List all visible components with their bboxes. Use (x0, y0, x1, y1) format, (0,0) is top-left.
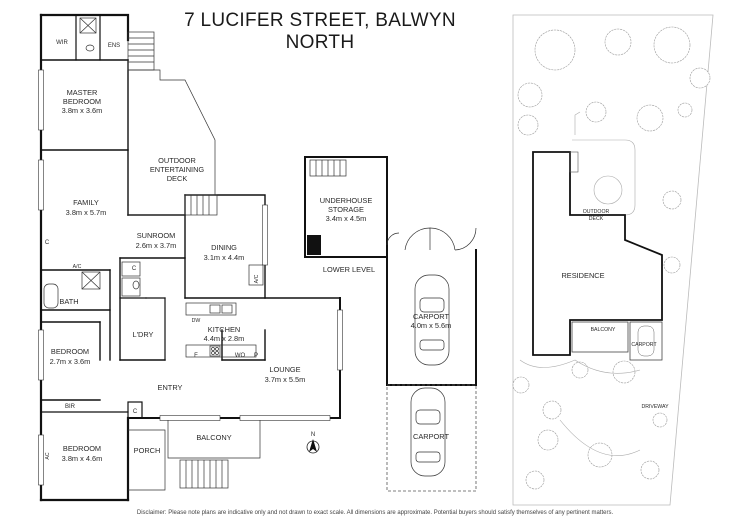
ens-label: ENS (108, 43, 120, 49)
master-bedroom-label: MASTER (67, 88, 98, 97)
site-driveway-label: DRIVEWAY (641, 404, 669, 410)
dining-label: DINING (211, 243, 237, 252)
storage-dims: 3.4m x 4.5m (326, 214, 367, 223)
north-arrow-icon (306, 439, 320, 454)
cupboard-label-2: C (132, 266, 137, 272)
lower-level-label: LOWER LEVEL (323, 265, 375, 274)
porch-outline (128, 429, 166, 491)
carport-label: CARPORT (413, 312, 449, 321)
carport-2-label: CARPORT (413, 432, 449, 441)
plan-title: 7 LUCIFER STREET, BALWYN NORTH (184, 10, 456, 53)
pantry-label: P (254, 353, 258, 359)
stairs (127, 31, 229, 489)
north-label: N (311, 432, 315, 438)
master-bedroom-dims: 3.8m x 3.6m (62, 106, 103, 115)
bath-label: BATH (59, 297, 78, 306)
balcony-outline (167, 420, 261, 459)
deck-label-1: OUTDOOR (158, 156, 196, 165)
family-dims: 3.8m x 5.7m (66, 208, 107, 217)
bedroom-2-label: BEDROOM (51, 347, 89, 356)
lounge-dims: 3.7m x 5.5m (265, 375, 306, 384)
master-bedroom-label-2: BEDROOM (63, 97, 101, 106)
entry-label: ENTRY (158, 383, 183, 392)
cupboard-label-3: C (133, 409, 138, 415)
site-plan (512, 14, 714, 506)
kitchen-dims: 4.4m x 2.8m (204, 334, 245, 343)
lounge-label: LOUNGE (269, 365, 300, 374)
site-outdoor-deck-label-2: DECK (589, 216, 604, 222)
balcony-label: BALCONY (196, 433, 231, 442)
car-icon-2 (410, 387, 446, 477)
dishwasher-label: DW (192, 318, 201, 324)
storage-label-2: STORAGE (328, 205, 364, 214)
fixtures (43, 17, 264, 358)
bedroom-2-dims: 2.7m x 3.6m (50, 357, 91, 366)
ac-label-3: AC (45, 452, 51, 459)
wall-oven-label: WO (235, 353, 246, 359)
ac-label-1: A/C (73, 264, 82, 270)
laundry-label: L'DRY (133, 330, 154, 339)
sunroom-label: SUNROOM (137, 231, 176, 240)
windows (38, 69, 343, 486)
site-carport-label: CARPORT (631, 342, 657, 348)
lower-level-walls (304, 156, 477, 492)
bir-label: BIR (65, 404, 76, 410)
deck-outline (128, 69, 216, 216)
bedroom-3-dims: 3.8m x 4.6m (62, 454, 103, 463)
sunroom-dims: 2.6m x 3.7m (136, 241, 177, 250)
wir-label: WIR (56, 40, 68, 46)
car-icon (414, 274, 450, 366)
storage-label-1: UNDERHOUSE (320, 196, 373, 205)
family-label: FAMILY (73, 198, 99, 207)
carport-dims: 4.0m x 5.6m (411, 321, 452, 330)
ac-label-2: A/C (254, 274, 260, 283)
site-outdoor-deck-label-1: OUTDOOR (583, 209, 610, 215)
porch-label: PORCH (134, 446, 161, 455)
site-balcony-label: BALCONY (591, 327, 616, 333)
kitchen-label: KITCHEN (208, 325, 240, 334)
fridge-label: F (194, 353, 198, 359)
site-residence-label: RESIDENCE (561, 271, 604, 280)
disclaimer: Disclaimer: Please note plans are indica… (136, 510, 614, 516)
dining-dims: 3.1m x 4.4m (204, 253, 245, 262)
bedroom-3-label: BEDROOM (63, 444, 101, 453)
cupboard-label-1: C (45, 240, 50, 246)
deck-label-3: DECK (167, 174, 188, 183)
deck-label-2: ENTERTAINING (150, 165, 205, 174)
